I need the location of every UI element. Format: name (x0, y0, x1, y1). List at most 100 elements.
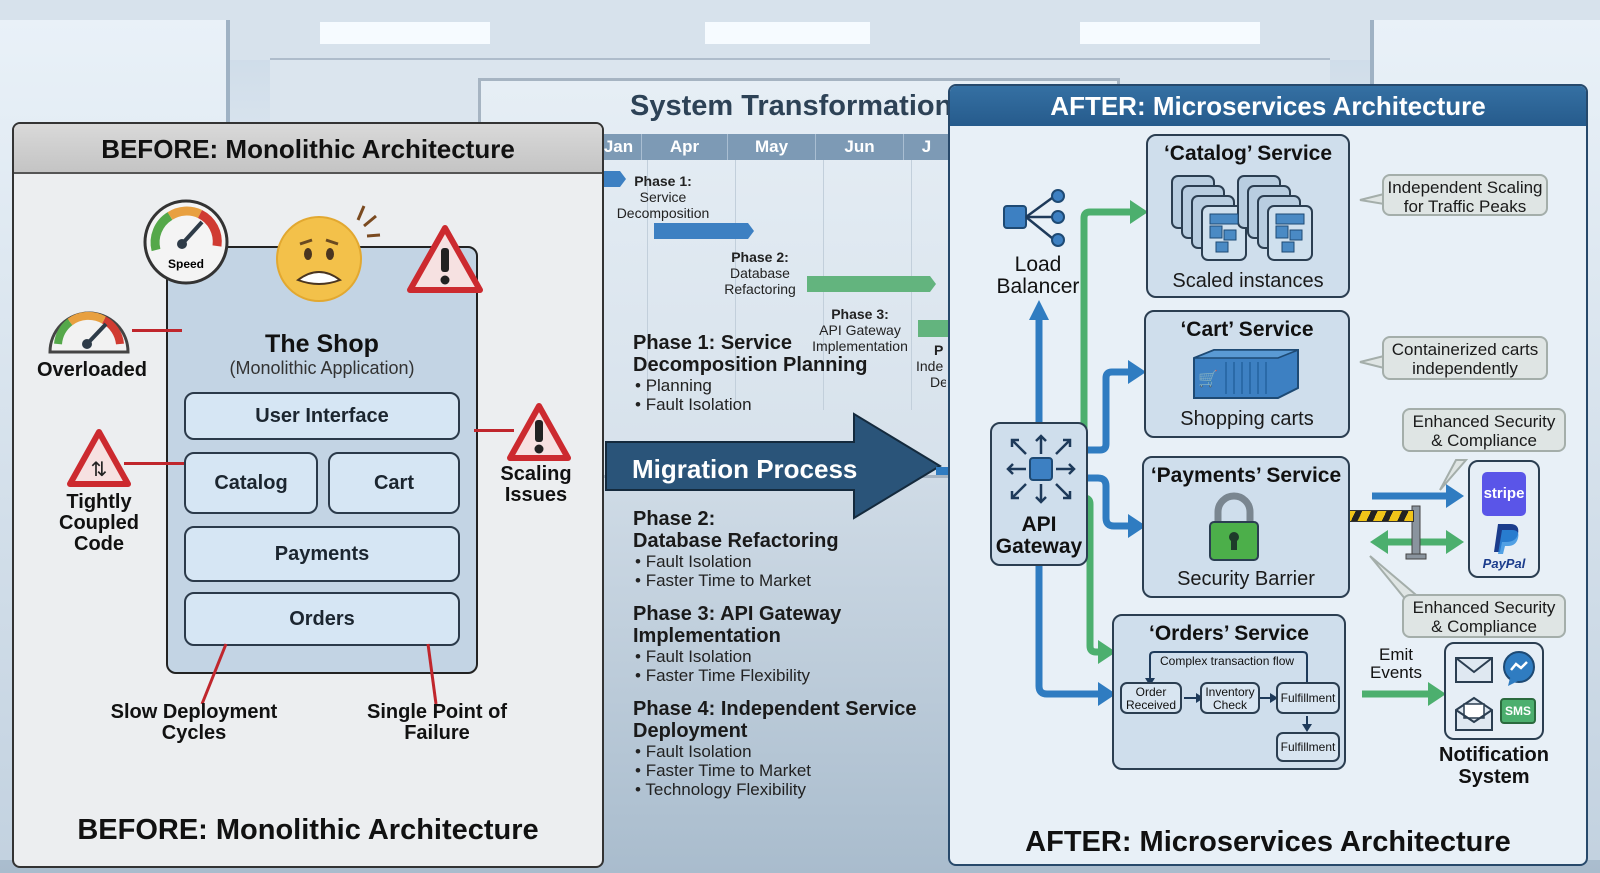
phase-bullet: Faster Time Flexibility (633, 666, 933, 685)
stripe-logo: stripe (1482, 472, 1526, 516)
phase-detail-2: Phase 2: Database Refactoring Fault Isol… (633, 508, 933, 590)
api-gateway-label: API Gateway (992, 514, 1086, 558)
gantt-bars (600, 171, 950, 337)
load-balancer-label: Load Balancer (978, 254, 1098, 298)
worried-face-icon (276, 205, 381, 302)
callout-cart: Containerized carts independently (1382, 336, 1548, 380)
phase-title: Phase 4: Independent Service (633, 698, 917, 720)
gantt-label-line: Phase 3: (831, 306, 889, 322)
phase-bullet: Fault Isolation (633, 647, 933, 666)
orders-flow-label: Complex transaction flow (1160, 654, 1295, 668)
svg-text:⇅: ⇅ (91, 457, 108, 481)
phase-detail-1: Phase 1: Service Decomposition Planning … (633, 332, 933, 414)
module-orders: Orders (184, 592, 460, 646)
issue-overloaded: Overloaded (36, 359, 148, 381)
payments-service-title: ‘Payments’ Service (1150, 464, 1342, 487)
label-line: Notification (1439, 744, 1549, 766)
phase-bullet: Faster Time to Market (633, 571, 933, 590)
phase-bullet: Fault Isolation (633, 552, 933, 571)
callout-line: & Compliance (1431, 617, 1537, 636)
after-header: AFTER: Microservices Architecture (950, 86, 1586, 126)
timeline-title: System Transformation (630, 90, 953, 122)
catalog-service-title: ‘Catalog’ Service (1163, 142, 1333, 165)
paypal-icon (1494, 524, 1519, 554)
phase-bullet: Technology Flexibility (633, 780, 943, 799)
gridline (647, 160, 648, 410)
flow-step-fulfillment: Fulfillment (1276, 682, 1340, 714)
payments-service-caption: Security Barrier (1177, 568, 1315, 590)
gantt-label-line: Decomposition (616, 205, 710, 221)
cart-service-title: ‘Cart’ Service (1180, 318, 1314, 341)
callout-line: Enhanced Security (1412, 598, 1556, 617)
month-label: Apr (642, 134, 728, 160)
before-panel: BEFORE: Monolithic Architecture The Shop… (12, 122, 604, 868)
api-gateway-icon (1006, 434, 1076, 504)
module-user-interface: User Interface (184, 392, 460, 440)
phase-title: Phase 1: Service (633, 332, 792, 354)
issue-slow-deployment: Slow Deployment Cycles (94, 702, 294, 744)
callout-line: Independent Scaling (1387, 178, 1543, 197)
coupled-warning-icon: ⇅ (67, 429, 131, 487)
callout-payments-bottom: Enhanced Security & Compliance (1402, 594, 1566, 638)
phase-detail-3: Phase 3: API Gateway Implementation Faul… (633, 603, 933, 685)
svg-text:🛒: 🛒 (1198, 369, 1218, 388)
phase-title: Decomposition Planning (633, 354, 868, 376)
callout-line: Containerized carts (1391, 340, 1539, 359)
migration-arrow (605, 412, 942, 520)
after-panel: AFTER: Microservices Architecture (948, 84, 1588, 866)
connector-line (124, 462, 184, 465)
issue-line: Single Point of (367, 701, 507, 723)
load-balancer-icon (1003, 189, 1065, 247)
payments-service-box: ‘Payments’ Service Security Barrier (1142, 456, 1350, 598)
issue-line: Scaling (500, 463, 572, 485)
after-footer: AFTER: Microservices Architecture (1025, 826, 1511, 858)
phase-title: Implementation (633, 625, 781, 647)
issue-line: Coupled (59, 512, 139, 534)
callout-line: independently (1412, 359, 1518, 378)
issue-single-point: Single Point of Failure (352, 702, 522, 744)
issue-line: Issues (504, 484, 568, 506)
warning-icon (407, 225, 483, 293)
connector-line (132, 329, 182, 332)
flow-step-inventory-check: Inventory Check (1200, 682, 1260, 714)
month-label: J (904, 134, 950, 160)
gridline (735, 160, 736, 410)
api-gateway-box: API Gateway (990, 422, 1088, 566)
flow-step-order-received: Order Received (1120, 682, 1182, 714)
phase-title: Deployment (633, 720, 748, 742)
gantt-label-line: API Gateway (819, 322, 901, 338)
emit-events-label: Emit Events (1358, 646, 1434, 682)
flow-step-fulfillment-final: Fulfillment (1276, 732, 1340, 762)
gantt-label-line: Phase 2: (731, 249, 789, 265)
gantt-bar-phase2 (807, 276, 936, 292)
sms-icon: SMS (1500, 698, 1536, 724)
label-line: Load (1014, 253, 1062, 276)
gantt-label-line: Implementation (812, 338, 908, 354)
shop-title: The Shop (265, 330, 379, 358)
phase-title: Phase 3: API Gateway (633, 603, 842, 625)
catalog-service-caption: Scaled instances (1172, 270, 1324, 292)
orders-service-title: ‘Orders’ Service (1149, 622, 1309, 645)
phase-bullet: Fault Isolation (633, 742, 943, 761)
shop-subtitle: (Monolithic Application) (229, 358, 415, 378)
gantt-label-line: Inde (916, 358, 944, 374)
module-catalog: Catalog (184, 452, 318, 514)
cart-service-box: ‘Cart’ Service 🛒 Shopping carts (1144, 310, 1350, 438)
payment-providers-box: stripe PayPal (1468, 460, 1540, 578)
ceiling-light (705, 22, 870, 44)
gantt-label-phase3: Phase 3: API Gateway Implementation (805, 306, 915, 354)
gantt-label-phase4: P Inde De (916, 342, 946, 390)
connector-line (474, 429, 514, 432)
orders-service-box: ‘Orders’ Service Complex transaction flo… (1112, 614, 1346, 770)
before-footer: BEFORE: Monolithic Architecture (77, 814, 539, 846)
label-line: API (1021, 513, 1057, 536)
paypal-logo: PayPal (1482, 556, 1526, 571)
gantt-bar-phase3 (918, 320, 950, 337)
speed-gauge-icon: Speed (143, 199, 229, 285)
phase-detail-4: Phase 4: Independent Service Deployment … (633, 698, 943, 799)
module-cart: Cart (328, 452, 460, 514)
phase-title: Database Refactoring (633, 530, 839, 552)
bottom-connectors (200, 643, 438, 705)
gantt-label-line: Database (730, 265, 790, 281)
label-line: Gateway (995, 535, 1083, 558)
